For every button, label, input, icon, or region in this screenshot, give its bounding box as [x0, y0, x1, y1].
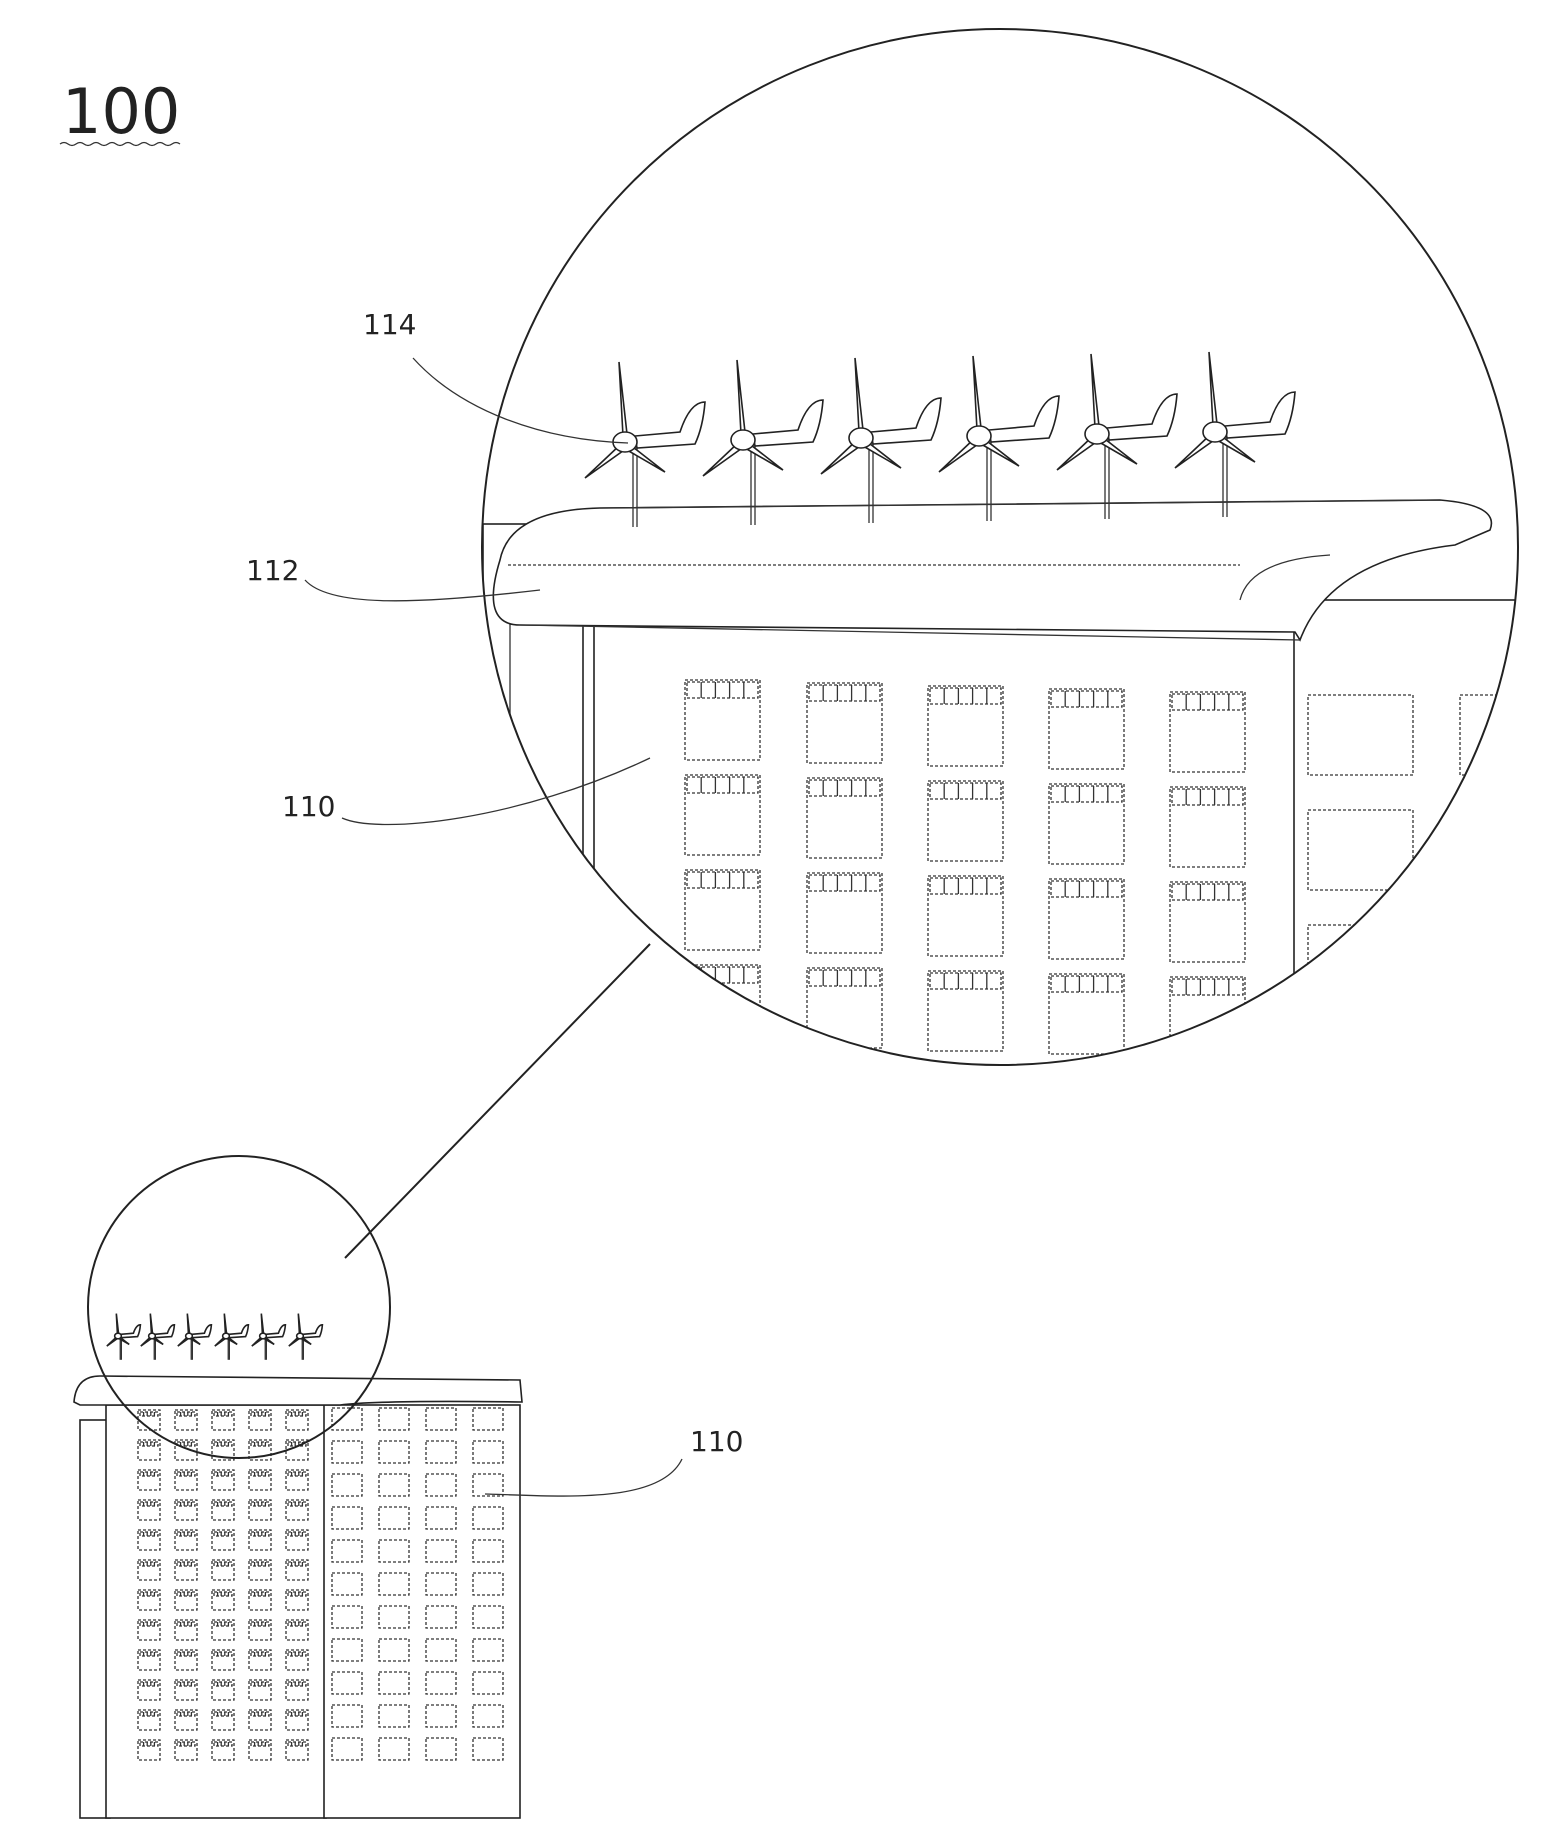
building-right-face — [324, 1405, 520, 1818]
wind-turbine — [821, 358, 941, 523]
detail-wind-turbines — [585, 352, 1295, 527]
right-window — [1460, 925, 1520, 1005]
wind-turbine — [585, 362, 705, 527]
wind-turbine-small — [141, 1314, 175, 1360]
label-114-text: 114 — [363, 308, 416, 341]
building-front-face — [106, 1405, 326, 1818]
wind-turbine-small — [289, 1314, 323, 1360]
wind-turbine-small — [252, 1314, 286, 1360]
magnification-connector — [345, 944, 650, 1258]
label-114: 114 — [363, 308, 628, 443]
detail-view — [482, 29, 1543, 1105]
overall-wind-turbines — [107, 1314, 323, 1360]
wind-turbine-small — [178, 1314, 212, 1360]
label-110-overall: 110 — [485, 1425, 743, 1496]
wind-turbine — [1175, 352, 1295, 517]
building-roof-cap — [74, 1376, 522, 1405]
wind-turbine — [703, 360, 823, 525]
figure-number-text: 100 — [62, 75, 180, 148]
label-110-detail-text: 110 — [282, 790, 335, 823]
label-110-overall-text: 110 — [690, 1425, 743, 1458]
wind-turbine — [1057, 354, 1177, 519]
overall-building — [74, 1156, 522, 1818]
wind-turbine — [939, 356, 1059, 521]
label-114-leader — [413, 358, 628, 443]
right-window — [1460, 810, 1520, 890]
figure-number: 100 — [60, 75, 180, 148]
right-facade — [1288, 600, 1543, 1100]
label-112-text: 112 — [246, 554, 299, 587]
wind-turbine-small — [215, 1314, 249, 1360]
wind-turbine-small — [107, 1314, 141, 1360]
